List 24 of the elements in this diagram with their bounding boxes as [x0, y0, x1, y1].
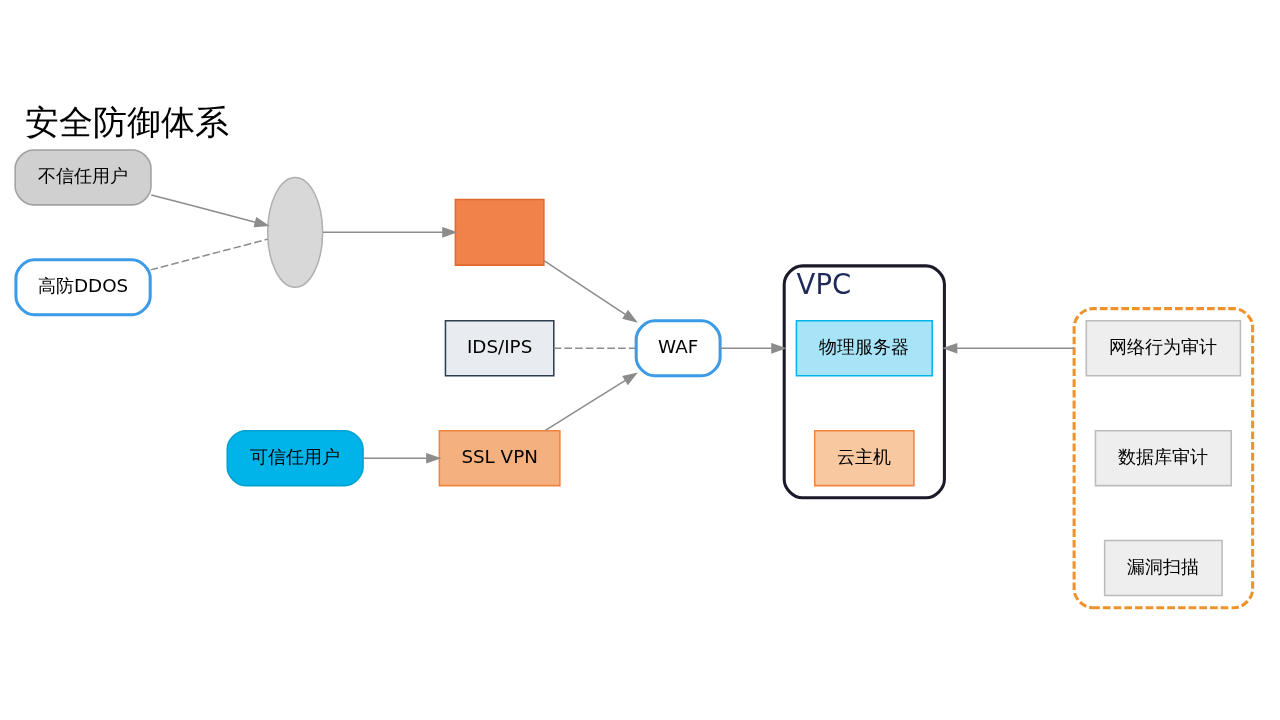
node-box: WAF — [634, 318, 722, 377]
arrow — [362, 452, 442, 463]
node-cloud — [266, 176, 324, 288]
node-box: 物理服务器 — [795, 319, 933, 377]
node-box: SSL VPN — [438, 429, 561, 486]
node-box: IDS/IPS — [444, 319, 555, 377]
arrow — [322, 226, 458, 238]
arrow — [543, 259, 638, 323]
node-box: 不信任用户 — [14, 148, 152, 206]
arrow — [150, 193, 270, 227]
node-box: 网络行为审计 — [1085, 319, 1242, 377]
node-box — [454, 198, 545, 266]
connector — [149, 237, 269, 271]
diagram-title: 安全防御体系 — [25, 102, 230, 142]
cluster — [1072, 306, 1255, 609]
connector — [553, 347, 637, 349]
node-box: 高防DDOS — [14, 257, 152, 316]
node-box: 漏洞扫描 — [1103, 539, 1223, 596]
node-box: 数据库审计 — [1094, 429, 1233, 486]
arrow — [719, 342, 787, 354]
arrow — [942, 342, 1075, 354]
node-box: 可信任用户 — [226, 429, 364, 486]
node-box: 云主机 — [813, 429, 915, 486]
arrow — [544, 372, 638, 431]
